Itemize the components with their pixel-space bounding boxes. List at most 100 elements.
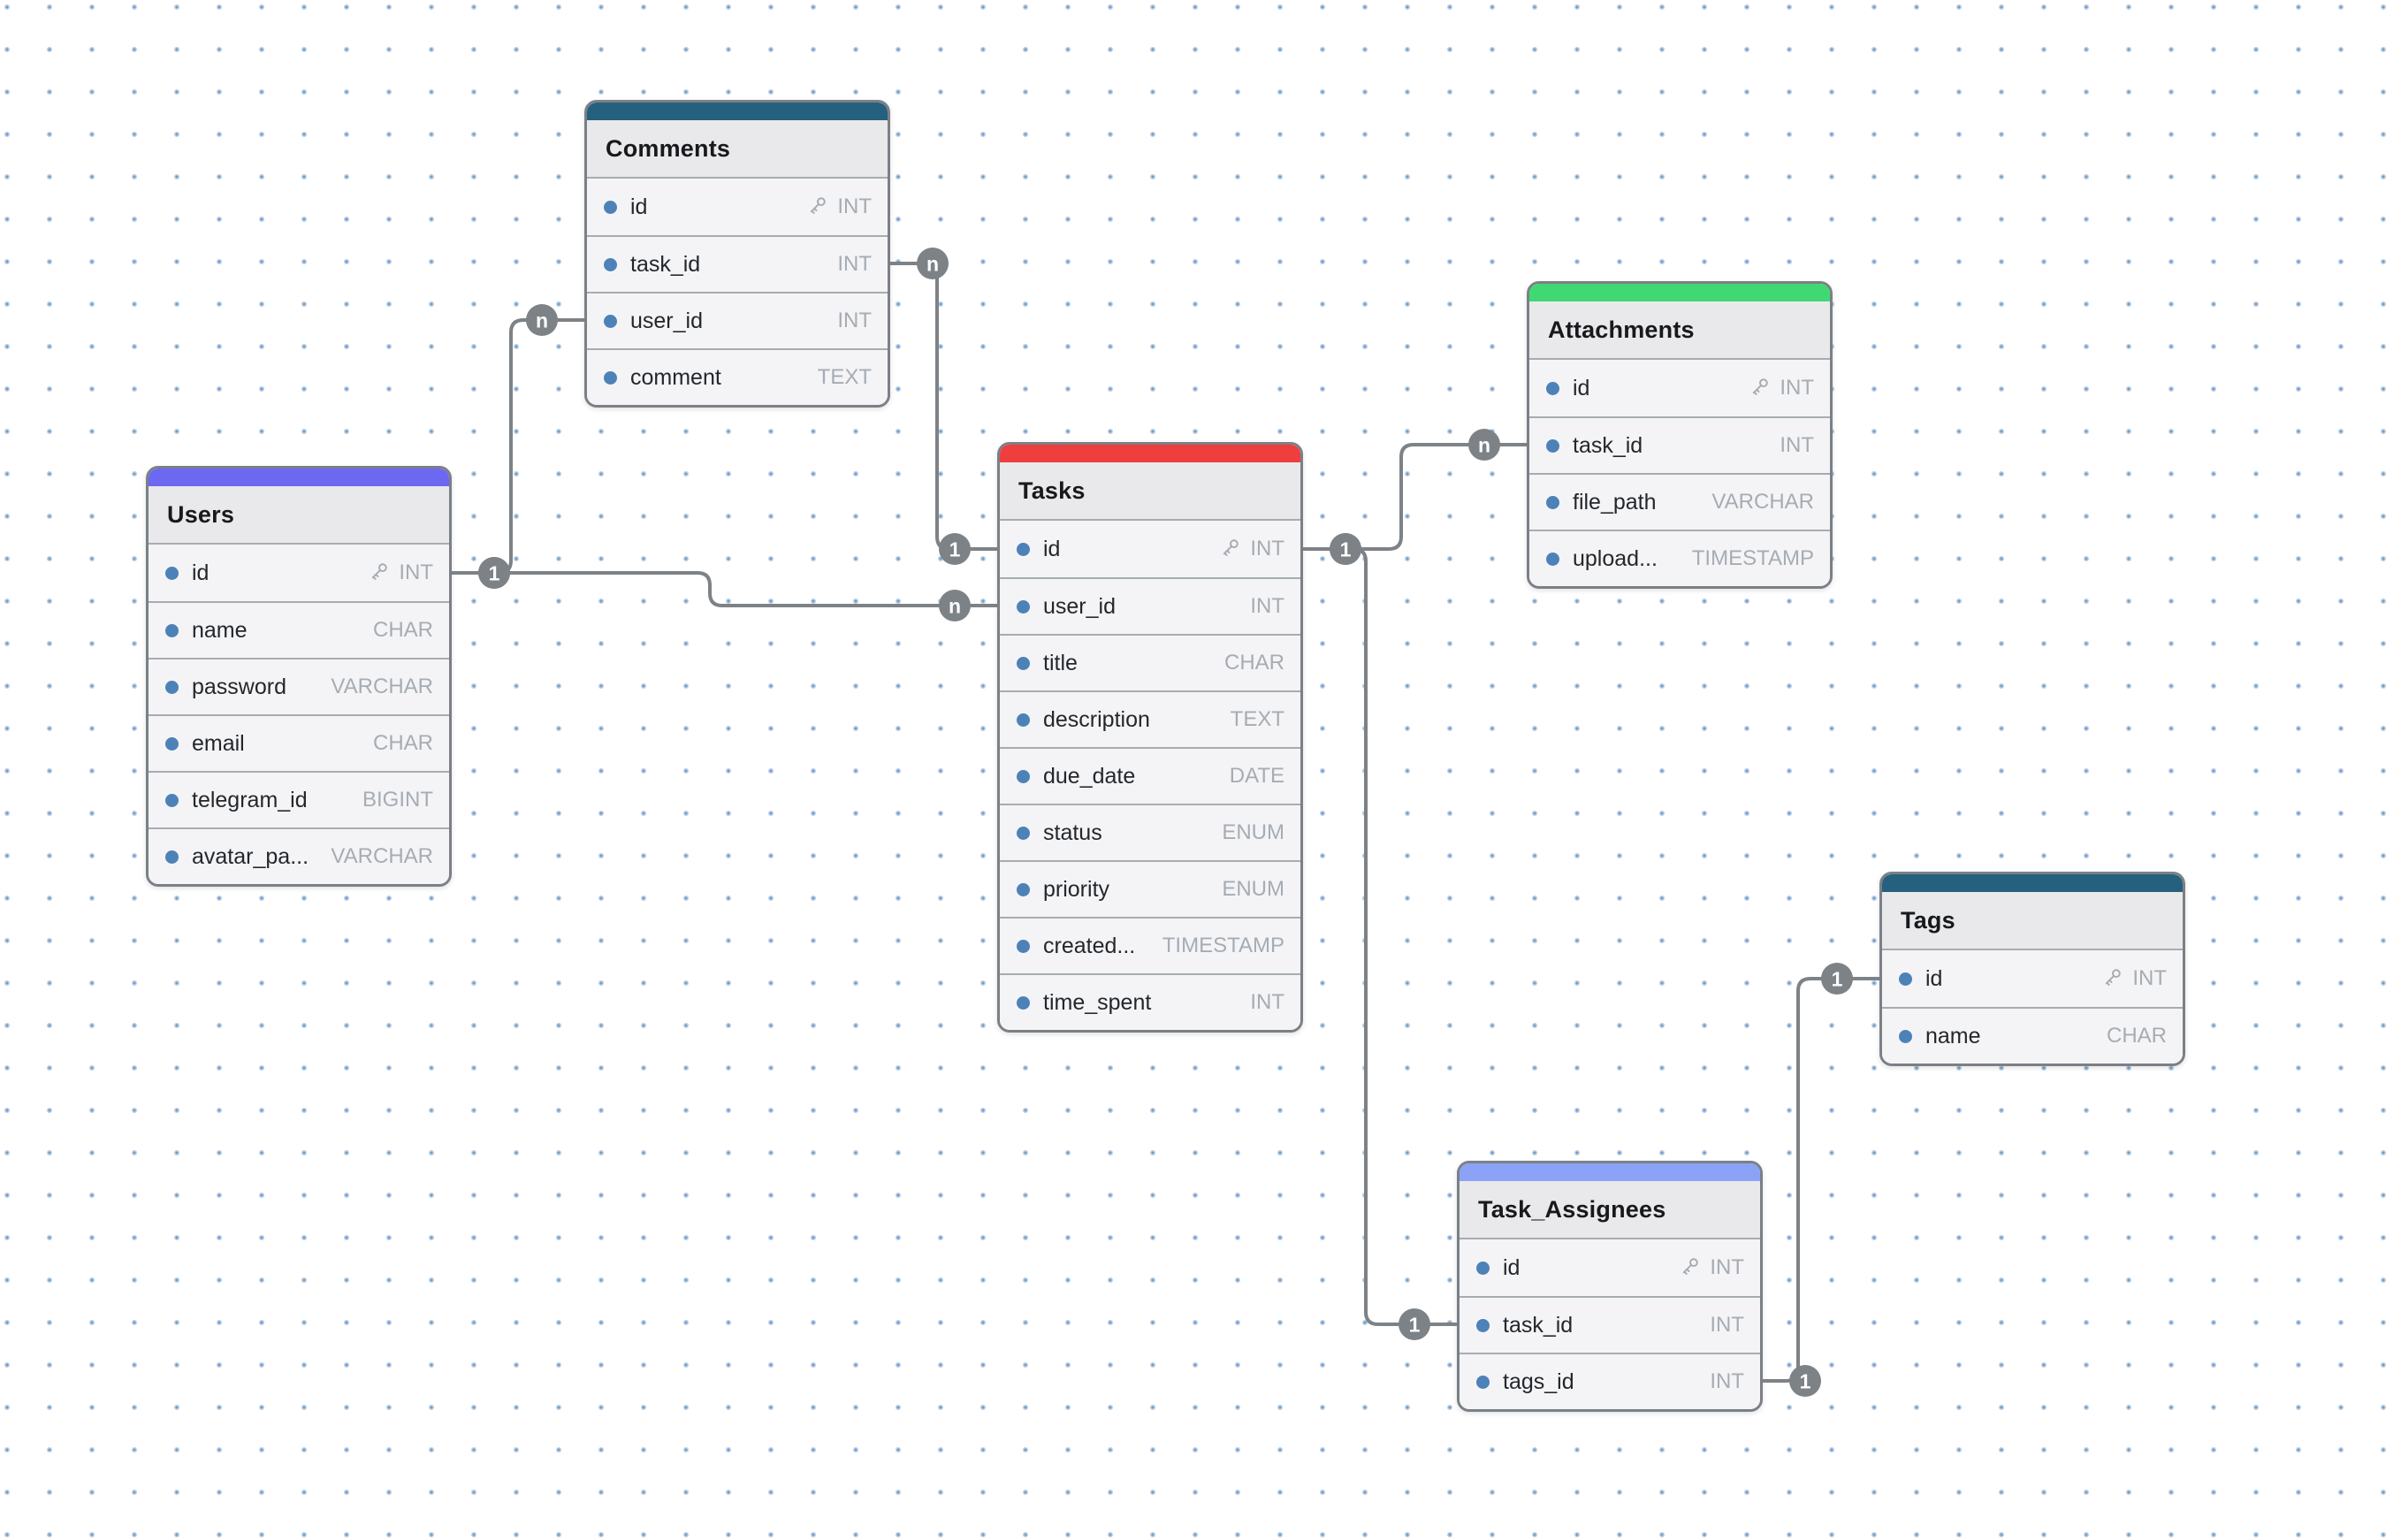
field-bullet-icon (165, 566, 179, 580)
field-type: CHAR (372, 731, 433, 755)
field-name: title (1043, 650, 1078, 675)
field-bullet-icon (1476, 1318, 1490, 1332)
primary-key-icon (2101, 967, 2124, 990)
cardinality-badge (478, 557, 510, 589)
field-type: CHAR (2106, 1024, 2167, 1048)
cardinality-label: 1 (1832, 967, 1843, 990)
field-bullet-icon (1546, 495, 1559, 509)
field-bullet-icon (1017, 599, 1030, 614)
table-header[interactable]: Task_Assignees (1460, 1181, 1760, 1239)
field-bullet-icon (1476, 1375, 1490, 1389)
field-bullet-icon (1017, 769, 1030, 783)
relationship-users-tasks[interactable] (452, 571, 997, 607)
field-row-email[interactable]: email CHAR (149, 714, 449, 771)
field-bullet-icon (1546, 552, 1559, 566)
field-name: created... (1043, 933, 1136, 958)
field-bullet-icon (604, 200, 617, 214)
field-row-task_id[interactable]: task_id INT (1460, 1296, 1760, 1353)
cardinality-label: 1 (1409, 1313, 1421, 1336)
field-name: due_date (1043, 763, 1136, 789)
field-name: id (1925, 965, 1943, 991)
table-header[interactable]: Users (149, 486, 449, 545)
field-bullet-icon (1546, 438, 1559, 453)
table-accent-bar (149, 469, 449, 486)
primary-key-icon (368, 561, 391, 584)
cardinality-label: 1 (949, 537, 961, 560)
table-accent-bar (1529, 284, 1830, 301)
field-type: DATE (1229, 764, 1284, 788)
field-name: task_id (1503, 1312, 1574, 1338)
cardinality-badge (939, 590, 971, 621)
relationship-comments-tasks[interactable] (890, 262, 997, 551)
field-type: VARCHAR (331, 844, 433, 868)
cardinality-badge (1399, 1308, 1430, 1340)
field-type: INT (1250, 537, 1284, 560)
field-name: password (192, 674, 286, 699)
field-bullet-icon (1017, 542, 1030, 556)
field-bullet-icon (1017, 882, 1030, 896)
cardinality-label: n (536, 309, 548, 332)
field-bullet-icon (165, 736, 179, 751)
field-type: CHAR (1223, 651, 1284, 675)
field-name: id (1573, 375, 1590, 400)
field-row-created[interactable]: created...TIMESTAMP (1000, 917, 1300, 973)
field-type: INT (1250, 990, 1284, 1014)
relationship-tasks-attachments[interactable] (1303, 443, 1527, 551)
table-header[interactable]: Tasks (1000, 462, 1300, 521)
field-name: user_id (1043, 593, 1116, 619)
field-row-avatar_pa[interactable]: avatar_pa... VARCHAR (149, 827, 449, 884)
relationship-users-comments[interactable] (452, 318, 584, 575)
relationship-tags-task_assignees[interactable] (1763, 977, 1879, 1383)
field-name: avatar_pa... (192, 843, 309, 869)
field-row-upload[interactable]: upload...TIMESTAMP (1529, 530, 1830, 586)
field-bullet-icon (1546, 381, 1559, 395)
cardinality-label: 1 (1340, 537, 1352, 560)
cardinality-badge (1821, 963, 1853, 995)
table-accent-bar (1000, 445, 1300, 462)
field-name: email (192, 730, 245, 756)
field-name: user_id (630, 308, 703, 333)
table-header[interactable]: Tags (1882, 892, 2183, 950)
table-header[interactable]: Attachments (1529, 301, 1830, 360)
field-type: TIMESTAMP (1691, 546, 1814, 570)
table-header[interactable]: Comments (587, 120, 888, 179)
field-name: telegram_id (192, 787, 308, 812)
field-row-title[interactable]: title CHAR (1000, 634, 1300, 690)
field-name: description (1043, 706, 1150, 732)
field-type: INT (1710, 1313, 1744, 1337)
field-name: task_id (1573, 432, 1643, 458)
field-row-due_date[interactable]: due_date DATE (1000, 747, 1300, 804)
field-type: INT (1710, 1369, 1744, 1393)
relationship-tasks-task_assignees[interactable] (1303, 547, 1457, 1326)
field-bullet-icon (165, 850, 179, 864)
field-bullet-icon (1017, 939, 1030, 953)
